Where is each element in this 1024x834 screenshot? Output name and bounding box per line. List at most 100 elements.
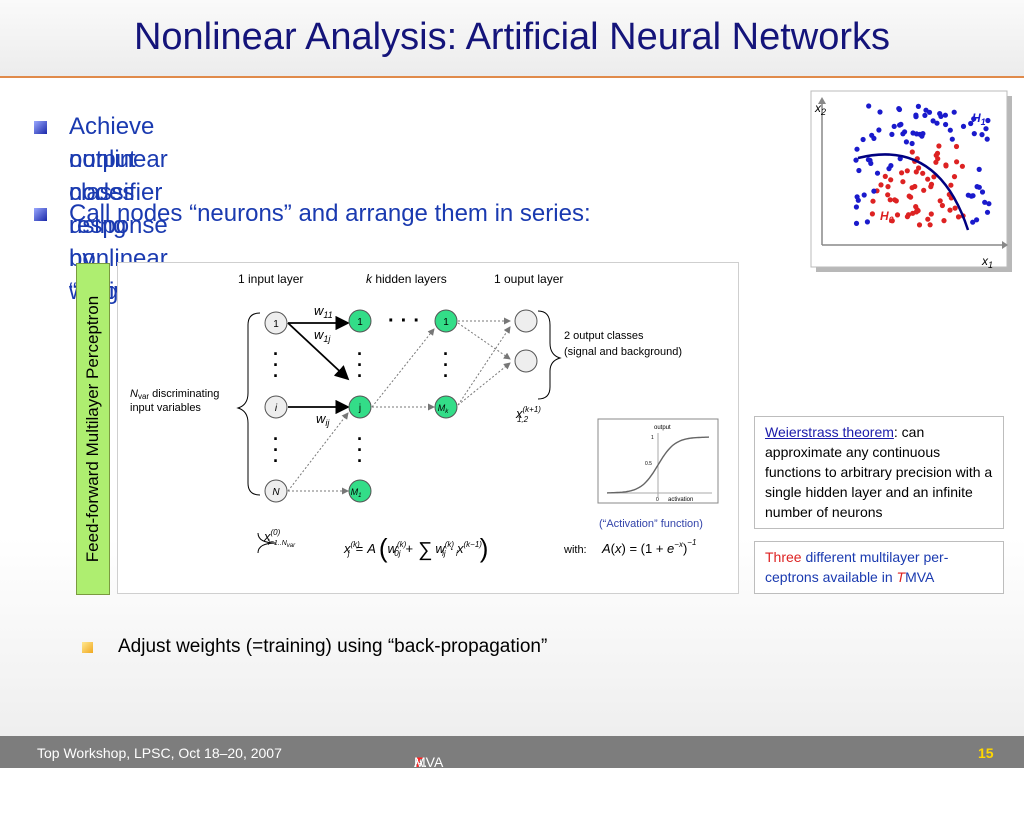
background-point (877, 109, 883, 115)
slide-title: Nonlinear Analysis: Artificial Neural Ne… (133, 16, 891, 58)
background-point (871, 188, 877, 194)
dotted-connection (457, 362, 511, 406)
hidden-node-j-label: j (358, 403, 361, 414)
sigmoid-output-label: output (654, 425, 671, 431)
signal-point (954, 159, 960, 165)
neuron-formula: x(k)j=A(w(k)0j+∑w(k)ij·x(k−1)i) (343, 533, 488, 563)
signal-point (914, 207, 920, 213)
horizontal-dots: ··· (388, 310, 426, 332)
bullet-square-icon (34, 121, 47, 134)
hidden-node-Mk (434, 395, 458, 419)
signal-point (921, 187, 927, 193)
vertical-dots: · (273, 429, 279, 449)
signal-point (947, 207, 953, 213)
vertical-dots: · (273, 440, 279, 460)
background-point (860, 136, 866, 143)
vertical-dots: · (357, 429, 363, 449)
h1-label: H1 (972, 111, 986, 127)
vertical-dots: · (357, 355, 363, 375)
signal-point (928, 211, 934, 217)
bullet-2-text: Call nodes “neurons” and arrange them in… (69, 200, 591, 227)
hidden-node-1-label: 1 (357, 317, 363, 328)
background-point (889, 131, 895, 137)
weierstrass-link[interactable]: Weierstrass theorem (765, 424, 894, 440)
signal-point (878, 182, 884, 188)
sub-bullet-text: Adjust weights (=training) using “back-p… (118, 636, 548, 657)
signal-point (906, 193, 912, 199)
input-node-N-label: N (272, 487, 280, 498)
three-word: Three (765, 549, 802, 565)
background-point (960, 123, 967, 129)
signal-point (887, 197, 893, 203)
background-point (943, 121, 949, 128)
background-point (986, 201, 992, 207)
vertical-dots: · (357, 451, 363, 471)
background-point (900, 131, 906, 137)
background-point (976, 166, 982, 172)
background-point (968, 120, 974, 127)
background-point (920, 131, 926, 137)
output-node-2 (514, 349, 538, 373)
background-point (915, 103, 921, 109)
input-node-1-label: 1 (273, 319, 279, 330)
vertical-dots: · (357, 366, 363, 386)
sub-bullet-square-icon (82, 642, 93, 653)
background-point (979, 189, 986, 195)
signal-point (951, 174, 958, 180)
signal-point (912, 183, 918, 190)
sigmoid-activation-label: activation (668, 497, 693, 503)
background-point (982, 199, 988, 205)
weight-arrow-w1j (287, 322, 350, 381)
background-point (866, 103, 872, 109)
background-point (854, 146, 860, 152)
background-point (853, 157, 859, 163)
input-layer-label: 1 input layer (238, 272, 303, 286)
background-point (974, 184, 980, 190)
bullet-square-icon (34, 208, 47, 221)
background-point (970, 219, 976, 225)
background-point (874, 170, 881, 176)
sigmoid-curve (606, 436, 710, 494)
background-point (949, 136, 955, 142)
three-rest: different multilayer per-ceptrons availa… (765, 549, 949, 585)
signal-point (920, 170, 926, 176)
signal-point (870, 198, 876, 204)
signal-point (943, 162, 949, 168)
background-point (910, 130, 916, 136)
signal-point (959, 163, 965, 169)
input-node-N (264, 479, 288, 503)
output-node-1 (514, 309, 538, 333)
background-point (947, 127, 953, 133)
vertical-dots: · (443, 355, 449, 375)
h0-label: H0 (880, 209, 894, 225)
background-point (984, 136, 990, 142)
hidden-node-M1 (348, 479, 372, 503)
signal-point (928, 181, 935, 187)
signal-point (931, 174, 937, 180)
background-point (985, 117, 991, 124)
w1j-label: w1j (314, 327, 331, 344)
network-diagram: 1 input layer k hidden layers 1 ouput la… (130, 272, 719, 563)
vertical-dots: · (273, 355, 279, 375)
scatter-inset: x2 x1 H1 H0 (810, 90, 1012, 272)
sigmoid-tick-0: 0 (656, 497, 659, 503)
signal-point (952, 205, 958, 211)
background-point (922, 112, 928, 118)
background-point (979, 132, 985, 138)
background-point (856, 167, 862, 174)
input-vars-label-line-1: Nvar discriminating (130, 388, 219, 401)
dotted-connection (457, 322, 511, 360)
background-point (968, 193, 974, 199)
footer-left: Top Workshop, LPSC, Oct 18–20, 2007 (37, 745, 282, 761)
background-point (853, 220, 860, 226)
signal-point (913, 169, 919, 175)
background-point (983, 126, 989, 132)
signal-point (955, 214, 962, 220)
signal-point (934, 150, 941, 156)
background-point (888, 163, 894, 169)
activation-caption: (“Activation” function) (599, 518, 703, 530)
signal-point (894, 212, 901, 218)
signal-point (916, 222, 923, 228)
weierstrass-text: : can approximate any continuous functio… (765, 424, 993, 520)
input-bottom-brace (257, 532, 277, 554)
